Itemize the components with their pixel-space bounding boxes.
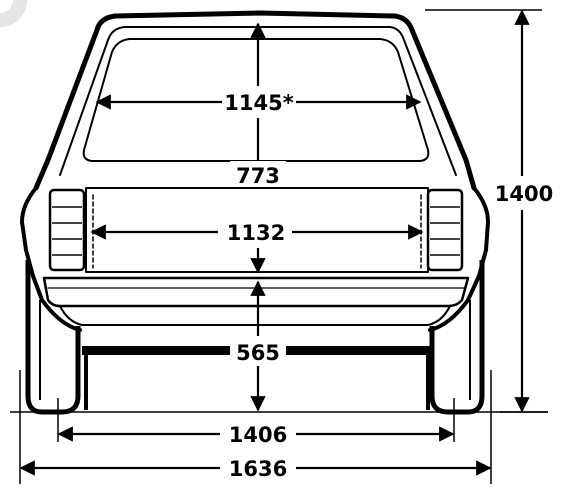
rear-window — [82, 38, 430, 162]
label-ground-clearance: 565 — [236, 341, 280, 365]
rear-bumper — [42, 276, 470, 308]
body-right-side — [428, 186, 490, 332]
lower-valance — [59, 305, 451, 326]
corner-mark — [0, 0, 27, 27]
label-height: 1400 — [495, 182, 553, 206]
label-track-width: 1406 — [229, 423, 287, 447]
roof-outline — [33, 10, 477, 191]
label-window-width: 1145* — [224, 91, 293, 115]
tailgate-frame — [85, 187, 429, 273]
label-overall-width: 1636 — [229, 457, 287, 481]
tail-light-right — [426, 188, 464, 272]
dimension-lines — [19, 9, 548, 484]
tail-light-left — [48, 188, 86, 272]
label-tailgate-width: 1132 — [227, 221, 285, 245]
label-rear-gap: 773 — [236, 164, 280, 188]
